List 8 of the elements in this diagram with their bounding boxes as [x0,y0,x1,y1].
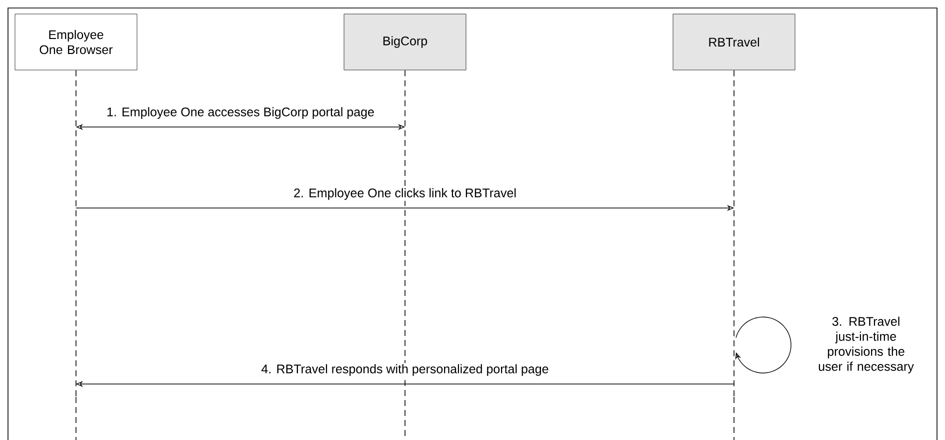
participant-box: Employee One Browser [14,14,138,70]
edge-label: 3. RBTravel just-in-time provisions the user if necessary [818,316,914,374]
edge-label: 1. Employee One accesses BigCorp portal page [107,107,374,119]
self-arrow [735,316,792,374]
edge-label: 4. RBTravel responds with personalized portal page [261,364,548,376]
participant-box: BigCorp [344,14,466,70]
edge-label: 2. Employee One clicks link to RBTravel [294,188,516,200]
participant-box: RBTravel [672,14,796,70]
